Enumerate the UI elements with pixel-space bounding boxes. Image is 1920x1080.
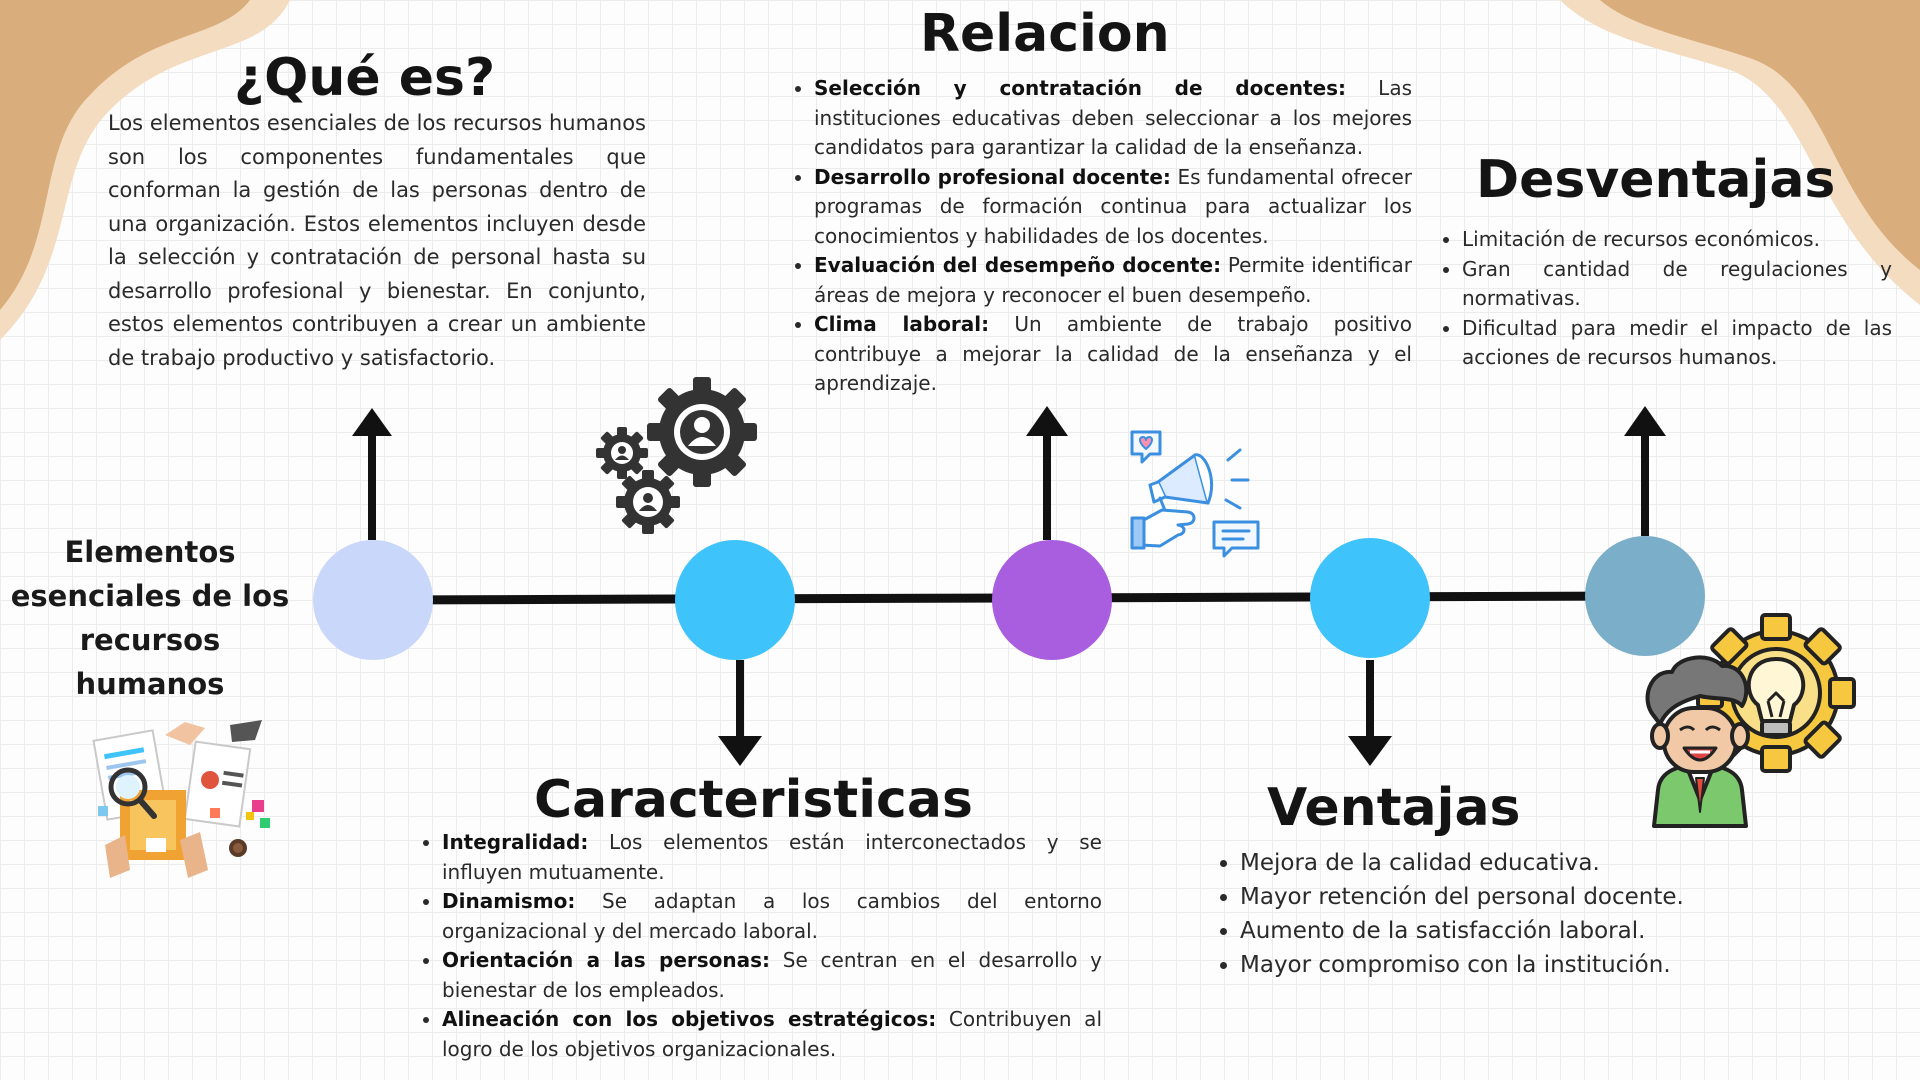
relacion-item-text: Es fundamental ofrecer programas de form… xyxy=(814,164,1412,248)
relacion-item-term: Desarrollo profesional docente: xyxy=(814,164,1171,189)
desventajas-heading: Desventajas xyxy=(1476,150,1836,210)
caracteristicas-item-term: Orientación a las personas: xyxy=(442,948,771,972)
ventajas-item: Aumento de la satisfacción laboral. xyxy=(1240,914,1800,948)
caracteristicas-item: Alineación con los objetivos estratégico… xyxy=(442,1005,1102,1064)
relacion-item-text: Permite identificar áreas de mejora y re… xyxy=(814,253,1412,307)
node-que-es xyxy=(313,540,433,660)
relacion-item-text: Un ambiente de trabajo positivo contribu… xyxy=(814,312,1412,395)
que-es-text: Los elementos esenciales de los recursos… xyxy=(108,111,646,370)
arrow-desventajas xyxy=(1624,406,1666,536)
caracteristicas-heading: Caracteristicas xyxy=(534,770,973,830)
relacion-item: Desarrollo profesional docente: Es funda… xyxy=(814,163,1412,252)
caracteristicas-item: Integralidad: Los elementos están interc… xyxy=(442,828,1102,887)
caracteristicas-item-text: Se centran en el desarrollo y bienestar … xyxy=(442,948,1103,1002)
node-caracteristicas xyxy=(675,540,795,660)
relacion-item-text: Las instituciones educativas deben selec… xyxy=(814,76,1412,159)
relacion-item: Evaluación del desempeño docente: Permit… xyxy=(814,251,1412,310)
ventajas-item: Mejora de la calidad educativa. xyxy=(1240,846,1800,880)
caracteristicas-item-term: Alineación con los objetivos estratégico… xyxy=(442,1007,937,1031)
caracteristicas-item-text: Se adaptan a los cambios del entorno org… xyxy=(442,889,1102,943)
megaphone-icon xyxy=(1130,430,1260,558)
ventajas-heading: Ventajas xyxy=(1267,778,1521,838)
desventajas-item: Limitación de recursos económicos. xyxy=(1462,225,1892,255)
arrow-que-es xyxy=(352,408,392,540)
desventajas-item: Dificultad para medir el impacto de las … xyxy=(1462,314,1892,373)
caracteristicas-item-text: Contribuyen al logro de los objetivos or… xyxy=(442,1007,1102,1061)
caracteristicas-item-term: Dinamismo: xyxy=(442,889,576,913)
ventajas-item: Mayor retención del personal docente. xyxy=(1240,880,1800,914)
caracteristicas-item: Dinamismo: Se adaptan a los cambios del … xyxy=(442,887,1102,946)
ventajas-item: Mayor compromiso con la institución. xyxy=(1240,948,1800,982)
caracteristicas-item-term: Integralidad: xyxy=(442,830,589,854)
idea-person-icon xyxy=(1645,613,1856,828)
gears-people-icon xyxy=(596,377,757,534)
desventajas-item: Gran cantidad de regulaciones y normativ… xyxy=(1462,255,1892,314)
caracteristicas-item: Orientación a las personas: Se centran e… xyxy=(442,946,1102,1005)
hr-documents-illustration xyxy=(92,720,270,878)
diagram-title: Elementos esenciales de los recursos hum… xyxy=(10,535,290,701)
relacion-item-term: Clima laboral: xyxy=(814,312,990,336)
relacion-item: Clima laboral: Un ambiente de trabajo po… xyxy=(814,310,1412,399)
caracteristicas-list: Integralidad: Los elementos están interc… xyxy=(416,828,1102,1064)
node-desventajas xyxy=(1585,536,1705,656)
relacion-heading: Relacion xyxy=(920,4,1170,64)
corner-blob-top-right xyxy=(1560,0,1920,305)
relacion-list: Selección y contratación de docentes: La… xyxy=(788,74,1412,399)
relacion-item-term: Selección y contratación de docentes: xyxy=(814,76,1347,100)
relacion-item-term: Evaluación del desempeño docente: xyxy=(814,253,1222,277)
arrow-caracteristicas xyxy=(718,660,762,766)
relacion-item: Selección y contratación de docentes: La… xyxy=(814,74,1412,163)
corner-blob-top-left xyxy=(0,0,290,340)
que-es-heading: ¿Qué es? xyxy=(234,48,496,108)
desventajas-list: Limitación de recursos económicos. Gran … xyxy=(1436,225,1892,373)
arrow-ventajas xyxy=(1348,660,1392,766)
caracteristicas-item-text: Los elementos están interconectados y se… xyxy=(442,830,1102,884)
node-relacion xyxy=(992,540,1112,660)
ventajas-list: Mejora de la calidad educativa. Mayor re… xyxy=(1214,846,1800,982)
arrow-relacion xyxy=(1026,406,1068,540)
node-ventajas xyxy=(1310,538,1430,658)
